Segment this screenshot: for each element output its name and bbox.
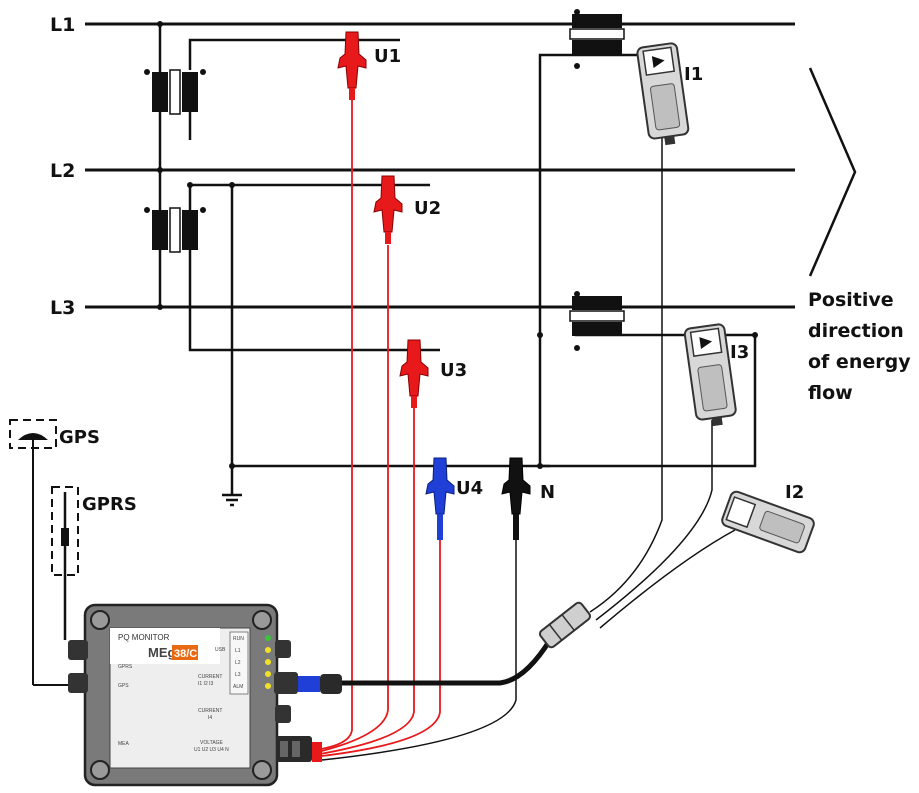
voltage-clip-u1 bbox=[337, 31, 367, 100]
port-gprs-label: GPRS bbox=[118, 664, 133, 670]
port-current-top-sub: I1 I2 I3 bbox=[198, 681, 214, 687]
label-l3: L3 bbox=[50, 297, 75, 319]
voltage-clip-u3 bbox=[399, 339, 429, 408]
label-i3: I3 bbox=[730, 342, 749, 363]
led-label-alm: ALM bbox=[233, 684, 243, 690]
label-i2: I2 bbox=[785, 482, 804, 503]
current-clamp-i2 bbox=[721, 490, 815, 554]
label-l2: L2 bbox=[50, 160, 75, 182]
current-clamp-i1 bbox=[636, 42, 690, 146]
label-n: N bbox=[540, 482, 555, 503]
voltage-clip-n bbox=[501, 457, 531, 540]
label-gprs: GPRS bbox=[82, 494, 137, 515]
led-label-l2: L2 bbox=[235, 660, 241, 666]
current-transformer-1 bbox=[569, 9, 625, 69]
led-l2-icon bbox=[265, 659, 271, 665]
current-cable-connector bbox=[538, 601, 592, 649]
current-transformer-3 bbox=[569, 291, 625, 351]
led-l1-icon bbox=[265, 647, 271, 653]
power-lines bbox=[85, 22, 795, 309]
pq-monitor-device: PQ MONITOR MEg 38/C USB GPRS GPS CURRENT… bbox=[68, 603, 342, 787]
port-usb-label: USB bbox=[215, 647, 226, 653]
led-alm-icon bbox=[265, 683, 271, 689]
current-leads bbox=[589, 138, 736, 629]
label-gps: GPS bbox=[59, 427, 100, 448]
current-main-cable bbox=[340, 638, 553, 686]
label-i1: I1 bbox=[684, 64, 703, 85]
device-model: 38/C bbox=[174, 648, 197, 660]
energy-flow-text-4: flow bbox=[808, 382, 853, 404]
energy-flow-text-3: of energy bbox=[808, 351, 911, 373]
device-brand: MEg bbox=[148, 645, 176, 660]
led-run-icon bbox=[265, 635, 271, 641]
gps-antenna bbox=[9, 419, 85, 686]
led-label-run: RUN bbox=[233, 636, 244, 642]
label-u3: U3 bbox=[440, 360, 467, 381]
device-title: PQ MONITOR bbox=[118, 633, 170, 642]
energy-flow-text-1: Positive bbox=[808, 289, 894, 311]
port-current-top-label: CURRENT bbox=[198, 674, 222, 680]
label-u2: U2 bbox=[414, 198, 441, 219]
energy-flow-text-2: direction bbox=[808, 320, 904, 342]
label-l1: L1 bbox=[50, 14, 75, 36]
label-u1: U1 bbox=[374, 46, 401, 67]
led-label-l3: L3 bbox=[235, 672, 241, 678]
voltage-clip-u2 bbox=[373, 175, 403, 244]
current-clamp-i3 bbox=[683, 323, 737, 427]
energy-flow-arrow bbox=[808, 67, 857, 277]
port-current-mid-sub: I4 bbox=[208, 715, 212, 721]
device-logo: MEA bbox=[118, 741, 130, 747]
led-label-l1: L1 bbox=[235, 648, 241, 654]
led-l3-icon bbox=[265, 671, 271, 677]
label-u4: U4 bbox=[456, 478, 483, 499]
port-current-mid-label: CURRENT bbox=[198, 708, 222, 714]
voltage-clip-u4 bbox=[425, 457, 455, 540]
port-gps-label: GPS bbox=[118, 683, 129, 689]
port-voltage-label: VOLTAGE bbox=[200, 740, 224, 746]
port-voltage-sub: U1 U2 U3 U4 N bbox=[194, 747, 229, 753]
voltage-transformer-1 bbox=[144, 69, 206, 115]
gprs-antenna bbox=[51, 486, 79, 640]
voltage-transformer-2 bbox=[144, 182, 206, 253]
